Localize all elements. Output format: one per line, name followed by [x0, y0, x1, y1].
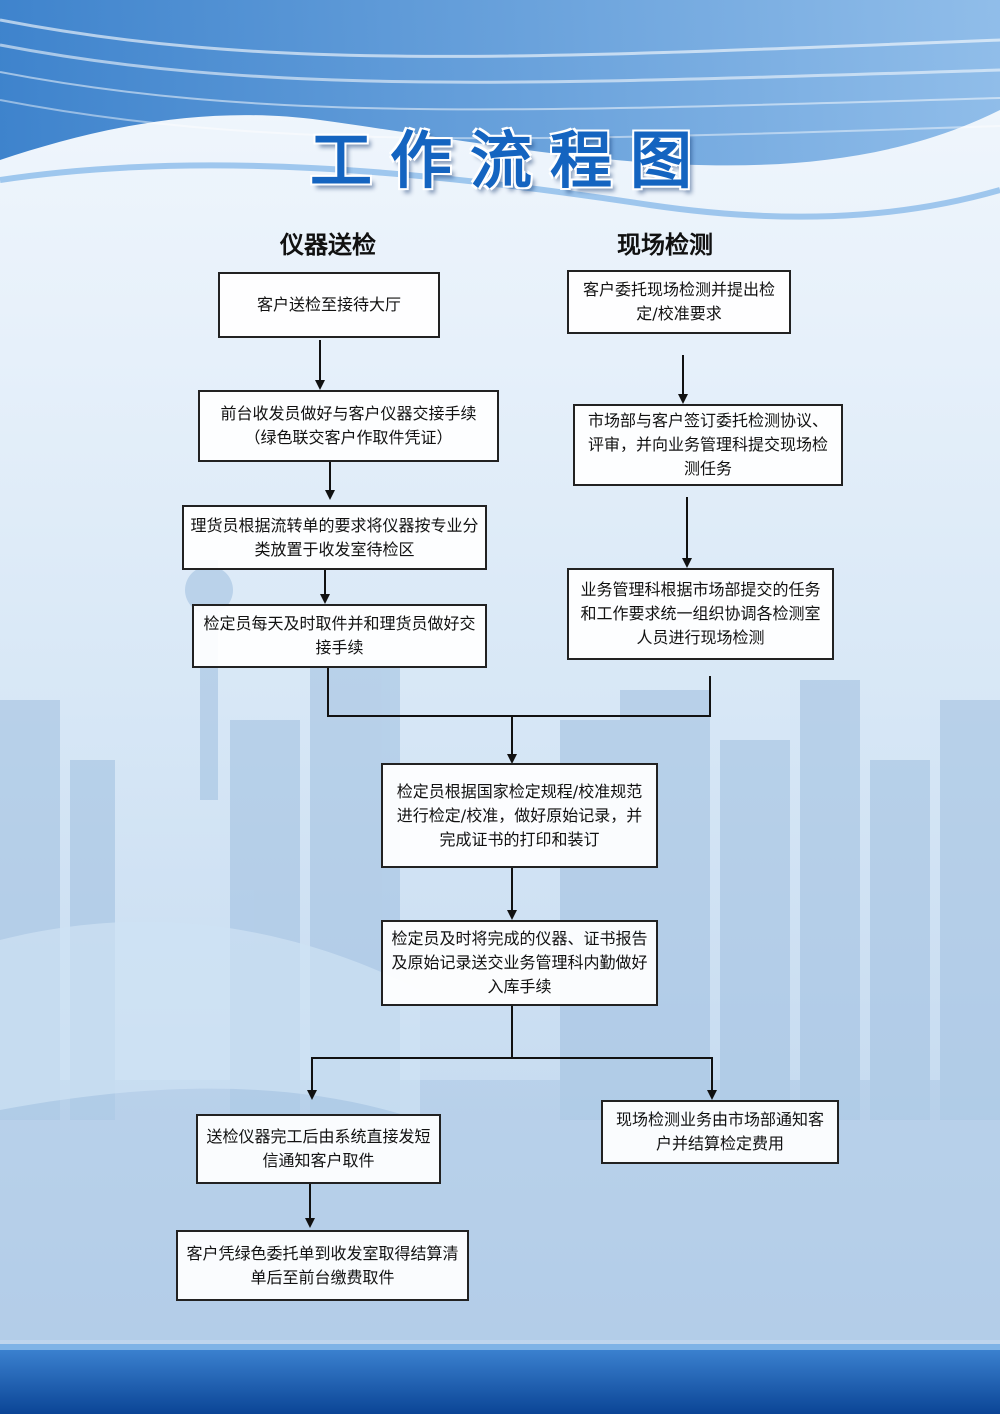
left-step-4: 检定员每天及时取件并和理货员做好交接手续	[192, 604, 487, 668]
top-swoosh	[0, 0, 1000, 220]
merged-step-2: 检定员及时将完成的仪器、证书报告及原始记录送交业务管理科内勤做好入库手续	[381, 920, 658, 1006]
page-title: 工作流程图	[309, 124, 710, 197]
merged-step-1: 检定员根据国家检定规程/校准规范进行检定/校准，做好原始记录，并完成证书的打印和…	[381, 763, 658, 868]
right-step-2: 市场部与客户签订委托检测协议、评审，并向业务管理科提交现场检测任务	[573, 404, 843, 486]
left-step-3: 理货员根据流转单的要求将仪器按专业分类放置于收发室待检区	[182, 505, 487, 570]
right-column-heading: 现场检测	[617, 231, 713, 259]
left-step-1: 客户送检至接待大厅	[218, 272, 440, 338]
right-step-3: 业务管理科根据市场部提交的任务和工作要求统一组织协调各检测室人员进行现场检测	[567, 568, 834, 660]
left-column-heading: 仪器送检	[280, 231, 376, 259]
final-left-step-1: 送检仪器完工后由系统直接发短信通知客户取件	[196, 1114, 441, 1184]
final-right-step: 现场检测业务由市场部通知客户并结算检定费用	[601, 1100, 839, 1164]
left-step-2: 前台收发员做好与客户仪器交接手续（绿色联交客户作取件凭证）	[198, 390, 499, 462]
right-step-1: 客户委托现场检测并提出检定/校准要求	[567, 270, 791, 334]
final-left-step-2: 客户凭绿色委托单到收发室取得结算清单后至前台缴费取件	[176, 1230, 469, 1301]
bottom-band	[0, 1344, 1000, 1414]
